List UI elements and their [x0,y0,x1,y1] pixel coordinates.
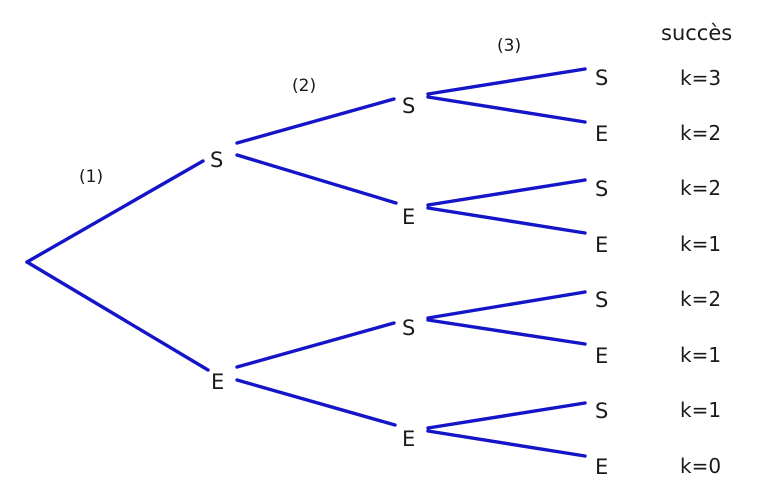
edge-S-E [235,153,398,205]
edge-SS-S [426,67,587,96]
node-l3-5: S [595,288,609,312]
edge-root-E [25,260,210,372]
edge-EE-E [426,429,587,458]
edge-ES-S [426,290,587,320]
node-l1-S: S [210,148,224,172]
step-label-2: (2) [292,76,317,96]
k-value-3: k=2 [680,176,722,200]
edge-root-S [25,159,205,264]
node-l2-EE: E [402,427,416,451]
node-l3-8: E [595,455,609,479]
step-label-1: (1) [79,167,104,187]
edge-E-S [235,321,396,369]
k-value-4: k=1 [680,232,722,256]
edge-S-S [235,97,396,145]
success-header: succès [661,21,733,45]
node-l3-4: E [595,233,609,257]
node-l3-2: E [595,122,609,146]
node-l3-3: S [595,177,609,201]
edge-SE-E [426,206,587,235]
node-l3-1: S [595,66,609,90]
k-value-6: k=1 [680,343,722,367]
k-value-7: k=1 [680,398,722,422]
node-l2-ES: S [402,316,416,340]
edge-SS-E [426,95,587,124]
edge-ES-E [426,318,587,346]
k-value-1: k=3 [680,66,722,90]
node-l3-6: E [595,344,609,368]
edge-SE-S [426,178,587,207]
edge-E-E [235,378,397,427]
step-label-3: (3) [497,36,522,56]
node-l2-SE: E [402,205,416,229]
node-l3-7: S [595,399,609,423]
k-value-5: k=2 [680,287,722,311]
k-value-2: k=2 [680,121,722,145]
node-l1-E: E [211,370,225,394]
node-l2-SS: S [402,94,416,118]
edge-EE-S [426,401,587,430]
k-value-8: k=0 [680,454,722,478]
